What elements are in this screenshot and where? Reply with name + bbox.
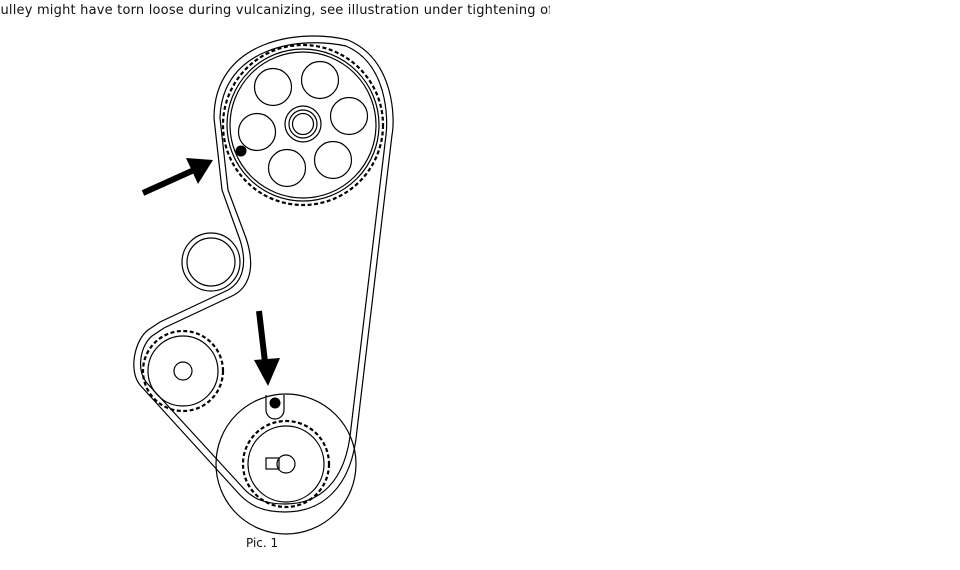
camshaft-hub	[284, 105, 322, 143]
timing-belt-outer	[133, 35, 394, 513]
arrow-camshaft-mark	[141, 158, 213, 196]
crankshaft-key	[265, 457, 280, 470]
lightening-hole	[313, 140, 353, 180]
crankshaft-pulley	[215, 393, 357, 535]
camshaft-timing-mark	[235, 145, 247, 157]
intermediate-gear-hub	[173, 361, 193, 381]
arrow-crankshaft-mark	[254, 310, 280, 386]
timing-mark-notch	[265, 395, 285, 420]
crankshaft-hub	[276, 454, 296, 474]
camshaft-gear-teeth	[221, 43, 385, 207]
instruction-text: pulley might have torn loose during vulc…	[0, 3, 550, 18]
lightening-hole	[237, 112, 277, 152]
intermediate-shaft-gear	[141, 329, 225, 413]
camshaft-gear	[221, 43, 385, 207]
tensioner-pulley	[181, 232, 241, 292]
intermediate-gear-teeth	[141, 329, 225, 413]
lightening-hole	[329, 96, 369, 136]
crankshaft-timing-mark	[269, 397, 281, 409]
crankshaft-gear-teeth	[241, 419, 331, 509]
figure-caption: Pic. 1	[246, 536, 279, 550]
lightening-hole	[267, 148, 307, 188]
lightening-hole	[300, 60, 340, 100]
lightening-hole	[253, 67, 293, 107]
